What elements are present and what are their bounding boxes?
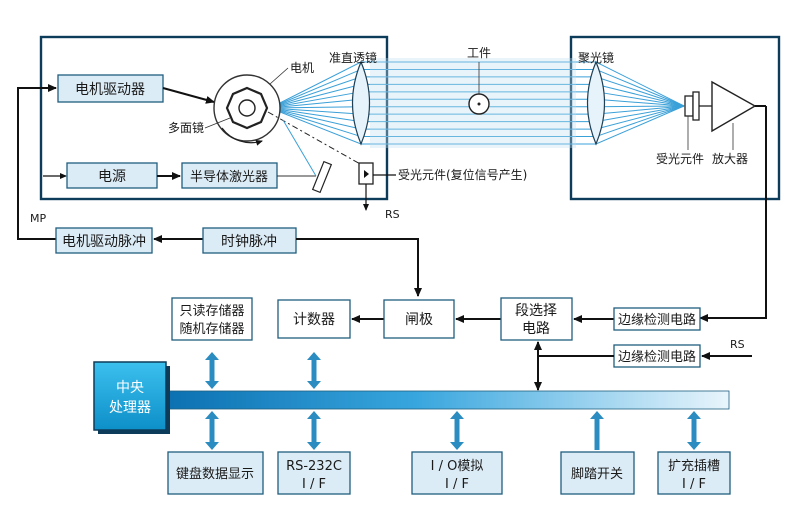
bus-arrow <box>205 352 219 389</box>
mirror-hub <box>238 99 256 117</box>
cpu-line2: 处理器 <box>109 400 151 416</box>
bus-arrow <box>307 411 321 450</box>
rs232-line2: I / F <box>302 477 326 492</box>
motor-pulse-label: 电机驱动脉冲 <box>62 234 146 250</box>
counter-label: 计数器 <box>293 312 335 328</box>
clock-pulse-label: 时钟脉冲 <box>221 233 277 250</box>
clock-pulse-box <box>202 227 297 254</box>
laser-beam-ray <box>269 105 685 138</box>
motor-pulse-box <box>55 227 153 254</box>
bus-arrow <box>687 411 701 450</box>
foot-switch-label: 脚踏开关 <box>571 466 623 482</box>
collimator-lens-shape <box>351 60 371 146</box>
reset-photo-element-label: 受光元件(复位信号产生) <box>398 167 527 182</box>
io-analog-box <box>411 451 503 495</box>
rs-top-label: RS <box>385 208 400 221</box>
rotation-arrow <box>221 127 263 146</box>
system-bus <box>159 390 730 410</box>
memory-box <box>171 297 253 341</box>
rs-right-label: RS <box>730 338 745 351</box>
laser-beam-ray <box>269 68 685 109</box>
bus-arrow <box>307 352 321 389</box>
condenser-lens-shape <box>586 60 606 146</box>
memory-line1: 只读存储器 <box>179 304 244 319</box>
gate-box <box>383 299 455 339</box>
expansion-line1: 扩充插槽 <box>668 458 720 474</box>
motor-driver-label: 电机驱动器 <box>75 82 145 98</box>
mp-feedback-wire <box>17 84 57 240</box>
motor-driver-box <box>57 74 164 103</box>
amplifier-label: 放大器 <box>712 151 748 166</box>
laser-path <box>282 119 317 177</box>
keyboard-box <box>167 451 264 495</box>
right-photo-element-label: 受光元件 <box>656 152 704 166</box>
edge-detect-2-label: 边缘检测电路 <box>618 349 696 365</box>
keyboard-label: 键盘数据显示 <box>176 466 254 482</box>
counter-box <box>277 299 351 339</box>
segment-line2: 电路 <box>522 321 550 337</box>
scanner-frame <box>39 35 389 201</box>
io-line1: I / O模拟 <box>431 459 484 474</box>
collimator-lens-label: 准直透镜 <box>329 50 377 65</box>
amplifier-shape <box>711 80 757 133</box>
gate-label: 闸极 <box>405 312 433 328</box>
bus-arrow <box>450 411 464 450</box>
expansion-line2: I / F <box>682 477 706 492</box>
power-label: 电源 <box>98 169 126 185</box>
mp-label: MP <box>30 212 46 225</box>
rs232-box <box>277 451 351 495</box>
right-photo-element <box>684 95 694 117</box>
foot-switch-box <box>560 451 635 495</box>
edge-detect-1-label: 边缘检测电路 <box>618 312 696 328</box>
laser-beam-ray <box>269 105 685 123</box>
laser-beam-ray <box>269 83 685 109</box>
segment-select-box <box>500 297 573 341</box>
laser-diode-box <box>181 162 278 189</box>
edge-detect-1-box <box>613 307 701 331</box>
condenser-lens-label: 聚光镜 <box>578 50 614 65</box>
motor-label: 电机 <box>290 61 314 75</box>
laser-beam-ray <box>269 61 685 109</box>
memory-line2: 随机存储器 <box>179 322 244 337</box>
laser-diode-label: 半导体激光器 <box>190 170 268 185</box>
clock-to-gate-wire <box>296 238 422 297</box>
io-line2: I / F <box>445 477 469 492</box>
cpu-line1: 中央 <box>116 380 144 396</box>
laser-beam-ray <box>269 91 685 109</box>
driver-to-motor-arrow <box>162 87 215 104</box>
segment-line1: 段选择 <box>515 303 557 319</box>
laser-beam-ray <box>269 105 685 145</box>
laser-beam-ray <box>269 105 685 130</box>
polygon-mirror-label: 多面镜 <box>168 120 204 135</box>
amp-to-edge-detect-wire <box>699 106 767 322</box>
fold-mirror <box>311 160 333 194</box>
foot-switch-arrow <box>590 411 604 450</box>
bus-connectors <box>205 352 701 450</box>
rs232-line1: RS-232C <box>286 459 342 474</box>
receiver-frame <box>569 35 781 201</box>
laser-beam-ray <box>269 76 685 109</box>
expansion-box <box>657 451 731 495</box>
bus-arrow <box>205 411 219 450</box>
cpu-box <box>93 361 167 431</box>
workpiece-label: 工件 <box>467 46 491 60</box>
